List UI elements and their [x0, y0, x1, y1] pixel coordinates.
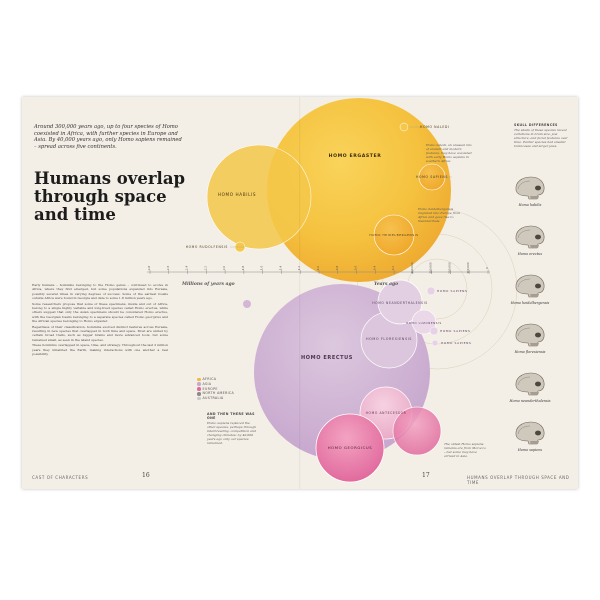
axis-tick-label: 2.6	[166, 266, 170, 271]
skull-label: Homo sapiens	[517, 448, 543, 452]
bubble-homo-sapiens-europe	[392, 406, 442, 456]
region-legend: AFRICA ASIA EUROPE NORTH AMERICA AUSTRAL…	[197, 377, 234, 401]
page-number-left: 16	[142, 472, 150, 479]
note-naledi: Homo naledi, an unusual mix of ancient a…	[426, 143, 472, 163]
bubble-homo-sapiens-asia-2	[429, 326, 439, 336]
skull-icon	[515, 225, 545, 249]
upper-bubbles	[206, 98, 451, 282]
axis-tick-label: 2.0	[222, 266, 226, 271]
axis-tick-label: 100,000	[466, 262, 470, 274]
legend-item: AFRICA	[197, 377, 234, 382]
skull-icon	[515, 176, 545, 200]
label-homo-erectus: HOMO ERECTUS	[301, 355, 353, 361]
skull-icon	[515, 323, 545, 347]
axis-tick-label: 1.6	[260, 266, 264, 271]
bubble-homo-neanderthalensis	[377, 279, 423, 325]
species-visualization: 2.8 2.6 2.4 2.2 2.0 1.8 1.6 1.4 1.2 1.0 0.8 0.6 0.4 0…	[147, 98, 518, 483]
intro-text: Around 300,000 years ago, up to four spe…	[34, 124, 182, 150]
skull-icon	[515, 274, 545, 298]
bubble-homo-naledi	[399, 122, 409, 132]
skull-label: Homo erectus	[517, 252, 543, 256]
axis-tick-label: 300,000	[429, 262, 433, 274]
axis-tick-label: 2.4	[185, 266, 189, 271]
skull-icon	[515, 372, 545, 396]
skull-label: Homo habilis	[518, 203, 542, 207]
axis-tick-label: 1.4	[278, 266, 282, 271]
bubble-homo-sapiens-asia-1	[426, 286, 436, 296]
body-paragraph: These hominins overlapped in space, time…	[32, 343, 168, 356]
axis-tick-label: 0.8	[335, 266, 339, 271]
axis-tick-label: 200,000	[447, 262, 451, 274]
note-antecessor-hidden	[328, 462, 330, 464]
axis-tick-label: 400,000	[410, 262, 414, 274]
leader-lines	[230, 126, 452, 248]
note-then-one-text: Homo sapiens replaced the other species,…	[207, 421, 257, 445]
label-homo-antecessor: HOMO ANTECESSOR	[366, 411, 407, 415]
footer-right: HUMANS OVERLAP THROUGH SPACE AND TIME	[467, 475, 570, 485]
skull-panel-intro: SKULL DIFFERENCES The skulls of these sp…	[514, 123, 570, 148]
note-heidelbergensis: Homo heidelbergensis migrated into Europ…	[418, 207, 461, 223]
label-homo-sapiens-lower-2: HOMO SAPIENS	[440, 329, 470, 333]
bubble-homo-sapiens-asia-3	[431, 339, 439, 347]
lower-bubbles	[243, 279, 442, 483]
label-homo-floresiensis: HOMO FLORESIENSIS	[366, 337, 412, 341]
page-number-right: 17	[422, 472, 430, 479]
legend-item: NORTH AMERICA	[197, 391, 234, 396]
axis-tick-label: 1.2	[297, 266, 301, 271]
bubble-small-left	[243, 300, 251, 308]
legend-swatch	[197, 382, 201, 386]
bubble-homo-georgicus	[315, 413, 385, 483]
label-homo-luzonensis: HOMO LUZONENSIS	[406, 321, 442, 325]
time-axis: 2.8 2.6 2.4 2.2 2.0 1.8 1.6 1.4 1.2 1.0 0.8 0.6 0.4 0…	[147, 262, 490, 274]
note-sapiens: The oldest Homo sapiens remains are from…	[444, 442, 486, 458]
axis-tick-label: 1.0	[316, 266, 320, 271]
label-homo-ergaster: HOMO ERGASTER	[329, 153, 382, 159]
legend-item: AUSTRALIA	[197, 396, 234, 401]
label-homo-heidelbergensis: HOMO HEIDELBERGENSIS	[369, 233, 418, 237]
body-paragraph: Some researchers propose that some of th…	[32, 301, 168, 323]
axis-tick-label: 2.2	[203, 266, 207, 271]
axis-label-years: Years ago	[374, 282, 399, 287]
bubble-homo-habilis	[206, 144, 312, 250]
axis-tick-label: 0.4	[372, 266, 376, 271]
legend-item: ASIA	[197, 382, 234, 387]
label-homo-georgicus: HOMO GEORGICUS	[328, 445, 373, 450]
axis-tick-label: 2.8	[147, 266, 151, 271]
page-title: Humans overlap through space and time	[34, 169, 186, 224]
skull-panel-text: The skulls of these species reveal varia…	[514, 128, 568, 148]
skull-panel-heading: SKULL DIFFERENCES	[514, 123, 558, 127]
axis-tick-label: 0.2	[391, 266, 395, 271]
axis-tick-label: 1.8	[241, 266, 245, 271]
skull-label: Homo heidelbergensis	[510, 301, 550, 305]
label-homo-habilis: HOMO HABILIS	[218, 192, 256, 197]
body-paragraph: Regardless of their classification, homi…	[32, 324, 168, 342]
body-text: Early humans – hominins belonging to the…	[32, 283, 168, 358]
page-gutter	[299, 97, 301, 489]
bubble-homo-heidelbergensis	[373, 214, 415, 256]
legend-swatch	[197, 396, 201, 401]
axis-tick-label: 0.6	[354, 266, 358, 271]
label-homo-sapiens-upper: HOMO SAPIENS	[416, 175, 448, 179]
bubble-homo-luzonensis	[411, 309, 437, 335]
label-homo-neanderthalensis: HOMO NEANDERTHALENSIS	[372, 301, 428, 305]
legend-swatch	[197, 377, 201, 382]
axis-tick-label: 0	[485, 267, 489, 269]
legend-item: EUROPE	[197, 387, 234, 392]
book-spread: 2.8 2.6 2.4 2.2 2.0 1.8 1.6 1.4 1.2 1.0 0.8 0.6 0.4 0…	[22, 97, 578, 489]
note-antecessor: AND THEN THERE WAS ONE Homo sapiens repl…	[207, 412, 257, 445]
legend-swatch	[197, 392, 201, 396]
note-then-one-heading: AND THEN THERE WAS ONE	[207, 412, 255, 420]
body-paragraph: Early humans – hominins belonging to the…	[32, 283, 168, 300]
skull-icon	[515, 421, 545, 445]
axis-label-millions: Millions of years ago	[182, 282, 235, 287]
label-homo-sapiens-lower-1: HOMO SAPIENS	[437, 289, 467, 293]
species-labels: HOMO ERGASTER HOMO HABILIS HOMO NALEDI H…	[186, 125, 471, 450]
label-homo-rudolfensis: HOMO RUDOLFENSIS	[186, 245, 228, 249]
label-homo-sapiens-lower-3: HOMO SAPIENS	[441, 341, 471, 345]
footer-left: CAST OF CHARACTERS	[32, 475, 89, 480]
legend-swatch	[197, 387, 201, 391]
skull-label: Homo neanderthalensis	[509, 399, 551, 403]
label-homo-naledi: HOMO NALEDI	[420, 125, 450, 129]
skull-label: Homo floresiensis	[514, 350, 546, 354]
